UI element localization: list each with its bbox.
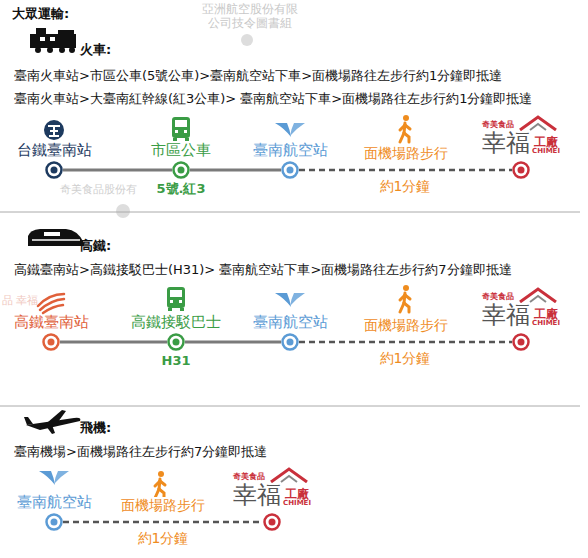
walk-label: 面機場路步行 bbox=[362, 317, 450, 334]
stop-circle bbox=[512, 161, 530, 179]
walk-time: 約1分鐘 bbox=[380, 178, 431, 195]
stop-circle bbox=[263, 513, 281, 531]
station-stop: 臺南航空站 bbox=[281, 161, 299, 179]
walker-icon bbox=[400, 115, 410, 142]
station-stop: 臺南航空站 bbox=[281, 333, 299, 351]
transit-line bbox=[185, 341, 281, 344]
stop-circle bbox=[172, 161, 190, 179]
watermark: 奇美食品股份有 bbox=[60, 183, 137, 196]
logo-brand: CHIMEI bbox=[532, 320, 560, 327]
walk-label: 面機場路步行 bbox=[119, 497, 207, 514]
destination-logo: 奇美食品幸福工廠CHIMEI bbox=[482, 115, 560, 155]
train-picture bbox=[30, 28, 76, 53]
section-heading: 火車: bbox=[80, 42, 111, 58]
stop-circle bbox=[281, 333, 299, 351]
watermark: 亞洲航空股份有限 公司技令圖書組 bbox=[195, 2, 305, 31]
logo-brand: CHIMEI bbox=[532, 148, 560, 155]
stop-circle bbox=[512, 333, 530, 351]
walk-time: 約1分鐘 bbox=[138, 530, 189, 547]
station-stop: 臺南航空站 bbox=[45, 513, 63, 531]
walk-path bbox=[299, 341, 512, 344]
logo-word: 幸福 bbox=[233, 483, 281, 507]
plane-picture bbox=[24, 410, 80, 434]
route-number: 5號.紅3 bbox=[156, 182, 205, 197]
stop-circle bbox=[167, 333, 185, 351]
destination-stop: 奇美食品幸福工廠CHIMEI bbox=[512, 333, 530, 351]
route-text: 臺南火車站>大臺南紅幹線(紅3公車)> 臺南航空站下車>面機場路往左步行約1分鐘… bbox=[14, 91, 533, 107]
roof-icon bbox=[518, 115, 558, 131]
station-name: 臺南航空站 bbox=[17, 494, 92, 511]
airport-logo bbox=[275, 293, 305, 307]
destination-stop: 奇美食品幸福工廠CHIMEI bbox=[263, 513, 281, 531]
brand-name: 奇美食品 bbox=[233, 473, 265, 481]
destination-logo: 奇美食品幸福工廠CHIMEI bbox=[233, 467, 311, 507]
transit-line bbox=[63, 169, 172, 172]
title: 大眾運輸: bbox=[12, 6, 69, 22]
logo-word: 工廠 bbox=[534, 136, 558, 148]
logo-brand: CHIMEI bbox=[283, 500, 311, 507]
bus-icon bbox=[167, 287, 185, 311]
route-text: 高鐵臺南站>高鐵接駁巴士(H31)> 臺南航空站下車>面機場路往左步行約7分鐘即… bbox=[14, 262, 512, 278]
logo-word: 幸福 bbox=[482, 131, 530, 155]
stop-circle bbox=[45, 513, 63, 531]
logo-word: 幸福 bbox=[482, 303, 530, 327]
stop-circle bbox=[45, 161, 63, 179]
walk-time: 約1分鐘 bbox=[380, 350, 431, 367]
bus-icon bbox=[172, 117, 190, 141]
walk-path bbox=[63, 521, 263, 524]
destination-logo: 奇美食品幸福工廠CHIMEI bbox=[482, 287, 560, 327]
walker-icon bbox=[155, 471, 165, 498]
logo-word: 工廠 bbox=[285, 488, 309, 500]
airport-logo bbox=[39, 471, 69, 485]
station-stop: 市區公車5號.紅3 bbox=[172, 161, 190, 179]
route-text: 臺南火車站>市區公車(5號公車)>臺南航空站下車>面機場路往左步行約1分鐘即抵達 bbox=[14, 68, 502, 84]
tra-logo bbox=[44, 120, 64, 140]
station-stop: 高鐵接駁巴士H31 bbox=[167, 333, 185, 351]
watermark: 品 幸福 bbox=[2, 294, 39, 307]
station-stop: 高鐵臺南站 bbox=[42, 333, 60, 351]
stop-circle bbox=[281, 161, 299, 179]
station-name: 高鐵接駁巴士 bbox=[131, 314, 221, 331]
station-name: 臺南航空站 bbox=[253, 142, 328, 159]
brand-name: 奇美食品 bbox=[482, 121, 514, 129]
brand-name: 奇美食品 bbox=[482, 293, 514, 301]
hsr-picture bbox=[28, 229, 84, 246]
destination-stop: 奇美食品幸福工廠CHIMEI bbox=[512, 161, 530, 179]
airport-logo bbox=[275, 123, 305, 137]
station-stop: 台鐵臺南站 bbox=[45, 161, 63, 179]
stop-circle bbox=[42, 333, 60, 351]
walker-icon bbox=[400, 285, 410, 312]
station-name: 高鐵臺南站 bbox=[14, 314, 89, 331]
transit-line bbox=[190, 169, 281, 172]
roof-icon bbox=[269, 467, 309, 483]
section-heading: 飛機: bbox=[80, 420, 111, 436]
walk-label: 面機場路步行 bbox=[362, 145, 450, 162]
hsr-logo bbox=[38, 294, 64, 313]
section-heading: 高鐵: bbox=[80, 238, 111, 254]
logo-word: 工廠 bbox=[534, 308, 558, 320]
station-name: 市區公車 bbox=[151, 142, 211, 159]
route-text: 臺南機場>面機場路往左步行約7分鐘即抵達 bbox=[14, 444, 267, 460]
station-name: 臺南航空站 bbox=[253, 314, 328, 331]
route-number: H31 bbox=[162, 354, 191, 369]
walk-path bbox=[299, 169, 512, 172]
station-name: 台鐵臺南站 bbox=[17, 142, 92, 159]
roof-icon bbox=[518, 287, 558, 303]
transit-line bbox=[60, 341, 167, 344]
